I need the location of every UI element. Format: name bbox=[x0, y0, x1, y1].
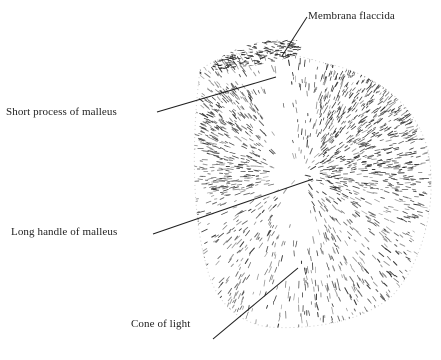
label-cone-of-light: Cone of light bbox=[131, 318, 190, 331]
leader-short-process bbox=[157, 77, 276, 112]
label-short-process-of-malleus: Short process of malleus bbox=[6, 106, 117, 119]
membrana-flaccida-stipple bbox=[207, 38, 306, 73]
membrane-stipple bbox=[187, 48, 437, 338]
label-long-handle-of-malleus: Long handle of malleus bbox=[11, 226, 117, 239]
leader-cone-of-light bbox=[213, 268, 298, 339]
label-membrana-flaccida: Membrana flaccida bbox=[308, 10, 395, 23]
leader-membrana-flaccida bbox=[282, 17, 307, 56]
